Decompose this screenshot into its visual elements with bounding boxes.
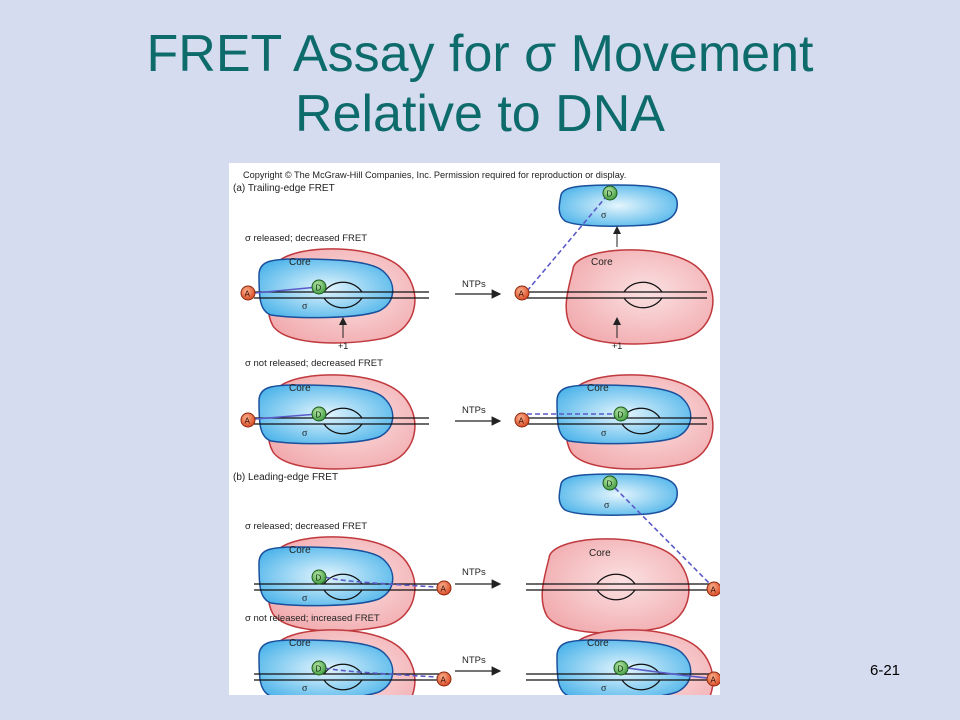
donor-label: D [607,480,613,489]
donor-dye [613,406,629,422]
donor-dye [311,279,327,295]
core-label: Core [289,638,311,649]
sigma-label: σ [604,500,610,511]
acceptor-label: A [711,586,717,595]
released-sigma [558,473,678,516]
donor-label: D [316,411,322,420]
donor-label: D [607,190,613,199]
plus-one-label: +1 [338,341,348,351]
core-label: Core [589,548,611,559]
acceptor-dye [706,581,720,597]
slide-title: FRET Assay for σ Movement Relative to DN… [0,24,960,144]
plus-one-label: +1 [612,341,622,351]
fret-diagram: Copyright © The McGraw-Hill Companies, I… [233,170,720,695]
acceptor-label: A [245,290,251,299]
panel-3-left-complex: Core σ D A [254,536,452,632]
panel-1: σ released; decreased FRET Core σ D A +1 [240,184,714,351]
core-label: Core [591,257,613,268]
donor-dye [311,660,327,676]
sigma-label: σ [302,428,308,439]
donor-dye [613,660,629,676]
sigma-label: σ [601,210,607,221]
panel-2-label: σ not released; decreased FRET [245,358,383,369]
sigma-label: σ [302,593,308,604]
acceptor-dye [514,285,530,301]
acceptor-label: A [711,676,717,685]
panel-3: σ released; decreased FRET Core σ D A NT… [245,473,720,634]
core-label: Core [289,383,311,394]
core-label: Core [289,545,311,556]
slide-title-line-2: Relative to DNA [295,85,665,143]
ntps-label: NTPs [462,655,486,666]
panel-4-label: σ not released; increased FRET [245,613,380,624]
slide-title-line-1: FRET Assay for σ Movement [146,25,814,83]
acceptor-dye [436,580,452,596]
sigma-label: σ [302,301,308,312]
core-enzyme [541,538,690,634]
panel-1-left-complex: Core σ D A +1 [240,248,429,351]
sigma-label: σ [601,683,607,694]
panel-2-right-complex: Core σ D A [514,374,714,470]
ntps-label: NTPs [462,567,486,578]
acceptor-label: A [245,417,251,426]
sigma-label: σ [601,428,607,439]
core-label: Core [587,638,609,649]
core-label: Core [289,257,311,268]
copyright-notice: Copyright © The McGraw-Hill Companies, I… [243,170,626,180]
donor-dye [311,569,327,585]
fret-figure: Copyright © The McGraw-Hill Companies, I… [229,163,720,695]
donor-dye [311,406,327,422]
acceptor-dye [706,671,720,687]
acceptor-label: A [519,290,525,299]
acceptor-label: A [441,676,447,685]
sigma-label: σ [302,683,308,694]
donor-label: D [316,574,322,583]
acceptor-dye [240,285,256,301]
ntps-label: NTPs [462,405,486,416]
acceptor-dye [514,412,530,428]
core-enzyme [565,249,714,345]
section-a-label: (a) Trailing-edge FRET [233,183,335,194]
panel-2-left-complex: Core σ D A [240,374,429,470]
donor-label: D [316,665,322,674]
acceptor-label: A [441,585,447,594]
panel-1-right-complex: σ D Core A +1 [514,184,714,351]
panel-1-label: σ released; decreased FRET [245,233,367,244]
donor-label: D [618,665,624,674]
donor-label: D [316,284,322,293]
panel-4: σ not released; increased FRET Core σ D … [245,613,720,695]
donor-dye [602,475,618,491]
panel-3-label: σ released; decreased FRET [245,521,367,532]
acceptor-dye [436,671,452,687]
donor-dye [602,185,618,201]
panel-3-right-complex: σ D Core A [526,473,720,634]
acceptor-dye [240,412,256,428]
panel-4-left-complex: Core σ D A [254,629,452,695]
acceptor-label: A [519,417,525,426]
panel-2: σ not released; decreased FRET Core σ D … [240,358,714,470]
core-label: Core [587,383,609,394]
released-sigma [558,184,678,227]
panel-4-right-complex: Core σ D A [526,629,720,695]
slide-number: 6-21 [870,662,901,679]
ntps-label: NTPs [462,279,486,290]
donor-label: D [618,411,624,420]
section-b-label: (b) Leading-edge FRET [233,472,338,483]
